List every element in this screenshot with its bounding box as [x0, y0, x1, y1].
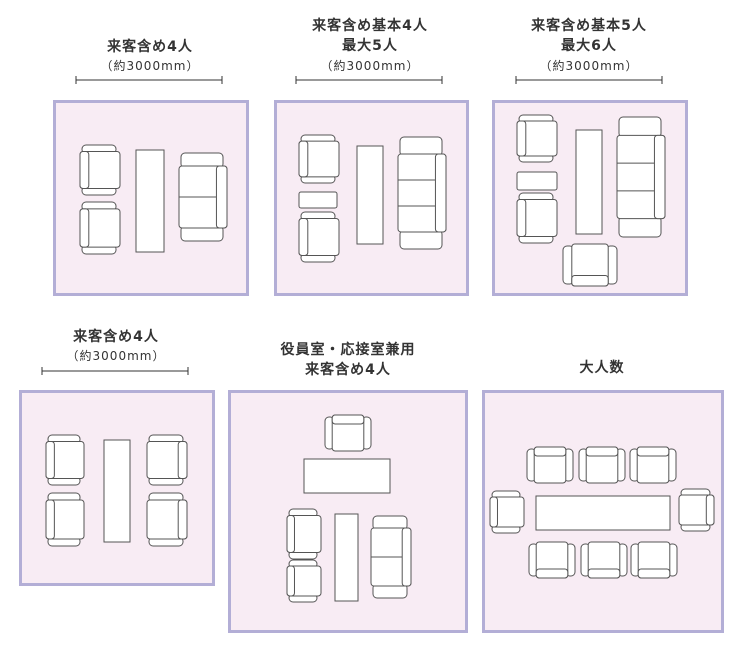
backrest	[637, 568, 671, 579]
armchair	[562, 243, 618, 287]
backrest	[653, 134, 666, 220]
backrest	[587, 568, 621, 579]
armchair	[578, 446, 626, 484]
backrest	[585, 446, 619, 457]
armchair	[630, 541, 678, 579]
sofa-3-seat	[616, 116, 666, 238]
armchair	[516, 192, 558, 244]
backrest	[215, 165, 228, 229]
backrest	[571, 275, 609, 287]
armrest	[399, 136, 443, 157]
ottoman	[298, 191, 338, 209]
backrest	[516, 199, 527, 237]
layout-3-title: 来客含め基本5人最大6人	[531, 18, 647, 54]
layout-1-title: 来客含め4人	[107, 39, 193, 55]
layout-4-dimension: （約3000mm）	[66, 349, 166, 363]
table	[334, 513, 359, 602]
layout-1-dimension: （約3000mm）	[100, 59, 200, 73]
table	[135, 149, 165, 253]
armchair	[580, 541, 628, 579]
armchair	[45, 492, 85, 547]
dimension-line	[75, 76, 223, 84]
armchair	[489, 490, 525, 534]
sofa-3-seat	[397, 136, 447, 250]
backrest	[535, 568, 569, 579]
table	[535, 495, 671, 531]
armchair	[45, 434, 85, 486]
table	[103, 439, 131, 543]
backrest	[636, 446, 670, 457]
layout-6-title: 大人数	[579, 360, 625, 376]
backrest	[331, 414, 365, 425]
backrest	[401, 527, 412, 587]
backrest	[705, 494, 715, 526]
backrest	[79, 151, 90, 189]
backrest	[177, 499, 188, 540]
backrest	[533, 446, 567, 457]
backrest	[489, 496, 498, 528]
armchair	[286, 559, 322, 603]
backrest	[79, 208, 90, 248]
backrest	[434, 153, 447, 233]
backrest	[45, 499, 55, 540]
armchair	[298, 134, 340, 184]
layout-2-dimension: （約3000mm）	[320, 59, 420, 73]
armrest	[399, 229, 443, 250]
layout-2-title: 来客含め基本4人最大5人	[312, 18, 428, 54]
table	[356, 145, 384, 245]
room-panel	[19, 390, 215, 586]
sofa-2-seat	[370, 515, 412, 599]
backrest	[516, 120, 527, 157]
armchair	[79, 201, 121, 255]
armchair	[79, 144, 121, 196]
dimension-line	[515, 76, 663, 84]
backrest	[177, 441, 188, 479]
layout-5-title: 役員室・応接室兼用来客含め4人	[280, 342, 416, 378]
backrest	[45, 441, 55, 479]
armchair	[526, 446, 574, 484]
armchair	[629, 446, 677, 484]
backrest	[298, 140, 309, 178]
armchair	[146, 434, 188, 486]
ottoman	[516, 171, 558, 191]
armchair	[678, 488, 715, 532]
table	[303, 458, 391, 494]
layout-4-title: 来客含め4人	[73, 329, 159, 345]
layout-3-dimension: （約3000mm）	[539, 59, 639, 73]
backrest	[298, 218, 309, 256]
dimension-line	[295, 76, 443, 84]
armchair	[324, 414, 372, 452]
armrest	[618, 116, 662, 138]
armchair	[286, 508, 322, 560]
backrest	[286, 565, 295, 597]
dimension-line	[41, 367, 189, 375]
armrest	[618, 216, 662, 238]
armchair	[528, 541, 576, 579]
backrest	[286, 515, 295, 553]
armchair	[298, 211, 340, 263]
sofa-2-seat	[178, 152, 228, 242]
armchair	[516, 114, 558, 163]
armchair	[146, 492, 188, 547]
table	[575, 129, 603, 235]
